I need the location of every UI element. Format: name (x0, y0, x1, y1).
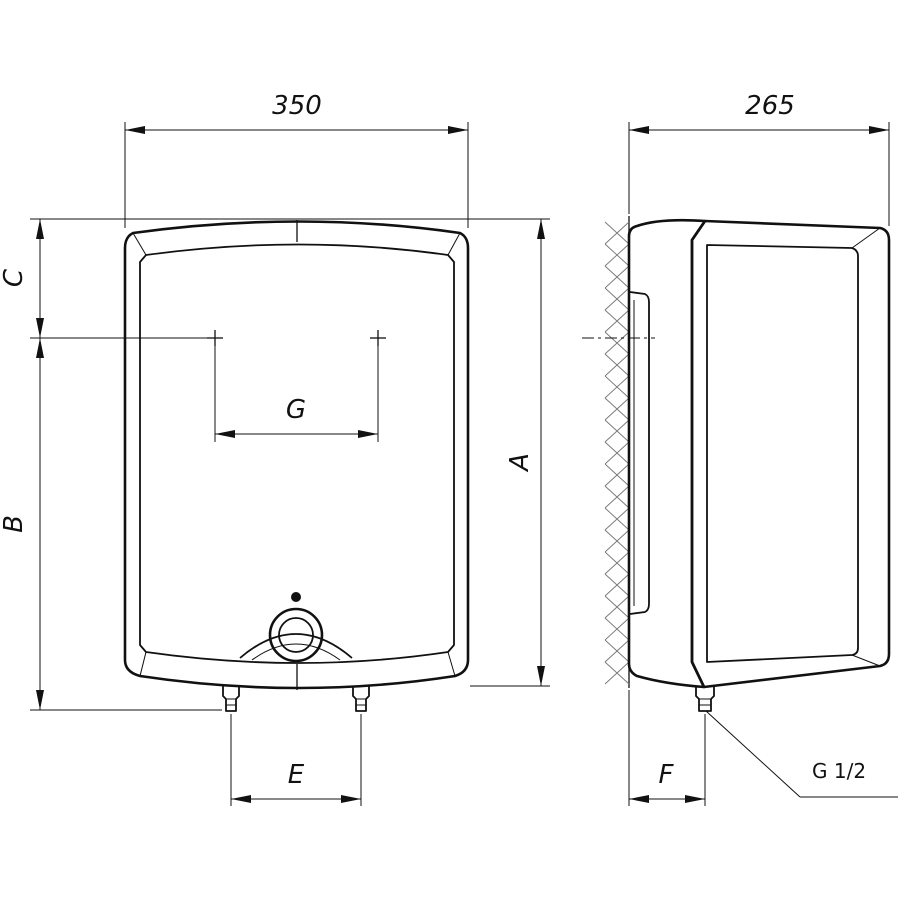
dim-depth: 265 (628, 91, 890, 226)
width-label: 350 (272, 91, 322, 121)
side-pipe-connector (695, 686, 715, 712)
wall-bracket (629, 291, 650, 615)
dim-g: G (214, 346, 379, 442)
right-pipe-connector (352, 686, 370, 712)
knob-housing-inner (251, 643, 341, 661)
indicator-dot (291, 592, 301, 602)
f-label: F (659, 760, 675, 790)
front-view (123, 220, 470, 712)
side-front-section (690, 219, 891, 689)
side-view (582, 216, 891, 712)
left-pipe-connector (222, 686, 240, 712)
bevel-top-left (132, 232, 147, 256)
bevel-bottom-right (447, 651, 456, 677)
bevel-top-right (447, 232, 461, 256)
c-label: C (0, 268, 29, 287)
pipe-thread-label: G 1/2 (812, 759, 866, 783)
dim-e: E (230, 714, 362, 806)
side-rear-section (627, 218, 707, 689)
mount-hole-right (370, 330, 386, 346)
depth-label: 265 (745, 91, 795, 121)
dim-c: C (0, 219, 207, 339)
dim-b: B (0, 338, 222, 711)
a-label: A (505, 453, 535, 473)
dim-a-height: A (30, 218, 550, 687)
e-label: E (288, 760, 305, 790)
dim-f: F (628, 690, 706, 806)
g-label: G (286, 395, 306, 425)
pipe-thread-callout: G 1/2 (705, 710, 898, 798)
thermostat-knob (268, 607, 324, 663)
bevel-bottom-left (139, 651, 147, 677)
thermostat-knob-inner (278, 617, 314, 653)
side-front-inner-panel (706, 244, 859, 663)
dim-width: 350 (124, 91, 469, 228)
knob-housing (239, 633, 353, 659)
b-label: B (0, 515, 29, 533)
wall-hatching (604, 216, 630, 688)
mount-hole-left (207, 330, 223, 346)
